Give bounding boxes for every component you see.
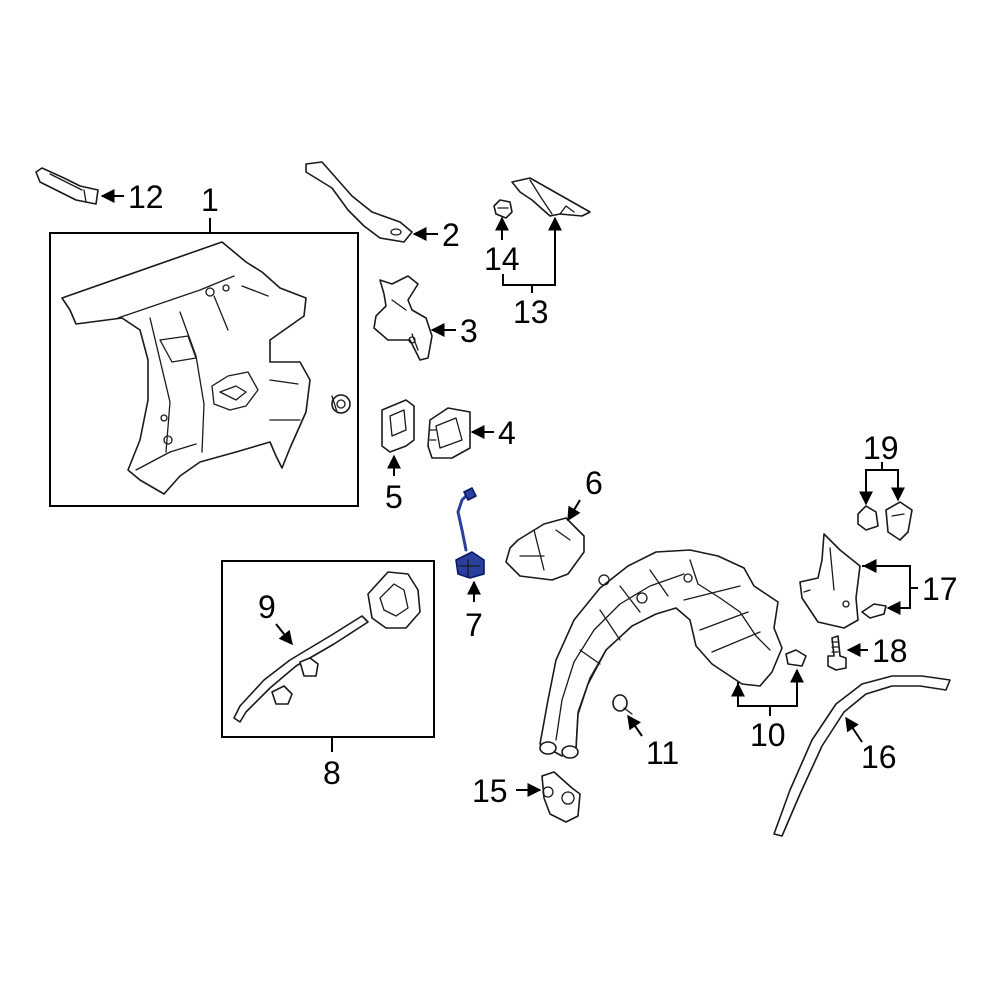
callout-16: 16 [861, 739, 897, 775]
callout-18: 18 [872, 633, 908, 669]
part-9-seal[interactable] [233, 615, 369, 723]
part-15-bracket[interactable] [541, 771, 581, 823]
bracket-17 [862, 565, 911, 615]
bracket-19 [865, 469, 905, 502]
callout-13: 13 [513, 294, 549, 330]
callout-9: 9 [258, 589, 276, 625]
part-13-trim[interactable] [511, 177, 591, 217]
part-2-bracket[interactable] [305, 161, 413, 243]
part-8-fuel-lid[interactable] [367, 571, 421, 629]
callout-1: 1 [201, 182, 219, 218]
part-1-frame [49, 232, 359, 507]
callout-6: 6 [585, 465, 603, 501]
callout-7: 7 [465, 607, 483, 643]
callout-3: 3 [460, 313, 478, 349]
part-10-wheel-liner[interactable] [539, 549, 783, 759]
part-5-bracket[interactable] [381, 399, 415, 453]
part-11-pushpin[interactable] [612, 694, 633, 715]
leader-6 [567, 499, 581, 522]
part-12-bracket[interactable] [35, 167, 99, 205]
part-8-bolt-lower[interactable] [271, 685, 293, 705]
part-17-clip[interactable] [861, 603, 887, 619]
callout-10: 10 [750, 717, 786, 753]
part-7-sensor-harness[interactable] [455, 487, 485, 579]
leader-11 [627, 714, 643, 737]
callout-11: 11 [646, 735, 679, 771]
part-8-bolt-upper[interactable] [299, 657, 319, 677]
callout-5: 5 [385, 479, 403, 515]
part-10-clip[interactable] [785, 649, 807, 667]
part-19-clip-right[interactable] [885, 501, 913, 541]
callout-17: 17 [922, 571, 958, 607]
part-18-bolt[interactable] [827, 635, 847, 671]
callout-12: 12 [128, 179, 164, 215]
part-6-housing[interactable] [505, 517, 585, 581]
callout-15: 15 [472, 773, 508, 809]
part-3-bracket[interactable] [373, 275, 433, 361]
part-1-fastener[interactable] [331, 394, 351, 414]
part-8-frame [221, 560, 435, 738]
part-14-clip[interactable] [493, 199, 513, 219]
part-17-mudguard[interactable] [799, 533, 861, 629]
callout-19: 19 [863, 430, 899, 466]
callout-4: 4 [498, 415, 516, 451]
callout-14: 14 [484, 241, 520, 277]
callout-2: 2 [442, 217, 460, 253]
leader-9 [275, 623, 293, 646]
leader-16 [845, 716, 863, 743]
callout-8: 8 [323, 755, 341, 791]
bracket-13 [502, 216, 562, 286]
part-4-pad[interactable] [427, 407, 471, 459]
part-16-moulding[interactable] [773, 675, 951, 837]
part-19-clip-left[interactable] [857, 505, 879, 531]
part-1-quarter-panel[interactable] [49, 232, 359, 507]
